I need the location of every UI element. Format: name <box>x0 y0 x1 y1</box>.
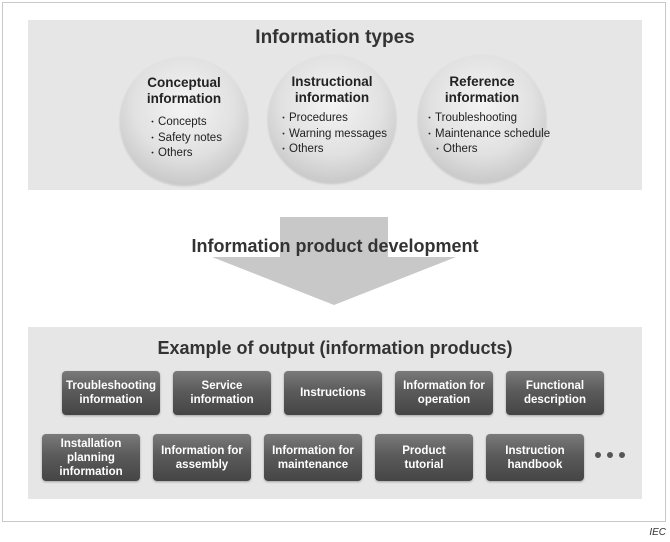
list-item: Procedures <box>279 111 387 127</box>
instructional-information-title: Instructional information <box>291 74 373 105</box>
instructional-information-circle: Instructional information Procedures War… <box>268 55 396 183</box>
instructional-information-list: Procedures Warning messages Others <box>279 111 387 158</box>
list-item: Others <box>433 142 550 158</box>
reference-information-circle: Reference information Troubleshooting Ma… <box>418 55 550 183</box>
list-item: Warning messages <box>279 127 387 143</box>
reference-information-list: Troubleshooting Maintenance schedule Oth… <box>425 111 550 158</box>
list-item: Safety notes <box>148 131 222 147</box>
information-types-title: Information types <box>255 27 415 48</box>
product-instructions: Instructions <box>284 371 382 415</box>
output-title: Example of output (information products) <box>157 338 513 358</box>
list-item: Troubleshooting <box>425 111 550 127</box>
reference-information-title: Reference information <box>444 74 520 105</box>
list-item: Others <box>279 142 387 158</box>
list-item: Concepts <box>148 115 222 131</box>
process-label: Information product development <box>191 236 479 256</box>
conceptual-information-circle: Conceptual information Concepts Safety n… <box>120 57 248 185</box>
list-item: Others <box>148 146 222 162</box>
conceptual-information-title: Conceptual information <box>146 75 222 106</box>
down-arrow <box>212 217 456 305</box>
conceptual-information-list: Concepts Safety notes Others <box>148 115 222 162</box>
credit-label: IEC <box>649 527 666 538</box>
list-item: Maintenance schedule <box>425 127 550 143</box>
